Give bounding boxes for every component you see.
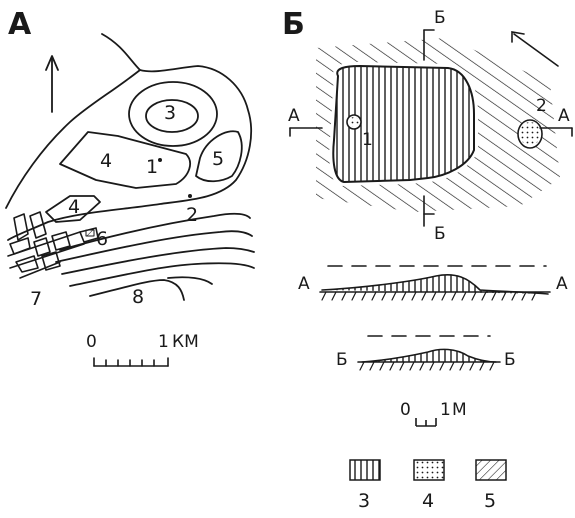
zone-3-body	[332, 64, 475, 184]
section-mark-a-right: А	[558, 106, 570, 126]
plan-feature-1-label: 1	[362, 130, 373, 150]
profile-bb-right: Б	[504, 350, 516, 370]
map-label-4: 4	[100, 150, 113, 172]
legend-label-4: 4	[422, 490, 435, 512]
river-bank-1	[59, 212, 251, 251]
scale-m-one: 1	[440, 400, 451, 420]
direction-arrow-icon	[511, 31, 559, 67]
profile-aa-left: А	[298, 274, 310, 294]
profile-bb	[357, 335, 501, 371]
zone-4-upper	[59, 131, 191, 189]
contour-inner	[145, 99, 199, 133]
section-mark-b-top: Б	[434, 8, 446, 28]
valley-slope	[5, 69, 141, 209]
contour-2	[61, 247, 255, 275]
point-2-dot	[188, 194, 192, 198]
map-label-7: 7	[30, 288, 43, 310]
map-label-3: 3	[164, 102, 177, 124]
legend-swatch-5	[475, 459, 507, 481]
map-label-5: 5	[212, 148, 225, 170]
marker-6	[85, 229, 95, 237]
zone-5	[195, 130, 243, 183]
legend-label-3: 3	[358, 490, 371, 512]
map-label-8: 8	[132, 286, 145, 308]
scale-m-zero: 0	[400, 400, 411, 420]
contour-5	[167, 276, 213, 285]
map-label-6: 6	[96, 228, 109, 250]
zone-4-lower	[45, 195, 101, 223]
contour-1	[55, 230, 253, 263]
map-label-2: 2	[186, 204, 199, 226]
section-lines	[289, 29, 573, 227]
legend	[349, 459, 507, 481]
map-a	[5, 33, 255, 367]
scale-m-unit: М	[452, 400, 467, 420]
panel-a-label: А	[8, 7, 32, 42]
legend-label-5: 5	[484, 490, 497, 512]
point-1-dot	[158, 158, 162, 162]
contour-4	[89, 279, 185, 301]
plan-b	[289, 29, 573, 227]
north-arrow-icon	[45, 55, 59, 113]
plan-feature-2-label: 2	[536, 96, 547, 116]
legend-swatch-4	[413, 459, 445, 481]
profile-aa	[319, 265, 551, 301]
map-label-4b: 4	[68, 196, 81, 218]
profile-aa-right: А	[556, 274, 568, 294]
profile-bb-left: Б	[336, 350, 348, 370]
legend-swatch-3	[349, 459, 381, 481]
section-mark-a-left: А	[288, 106, 300, 126]
scale-bar-km	[93, 357, 169, 367]
scale-km-unit: КМ	[172, 332, 199, 352]
settlement	[7, 211, 99, 279]
scale-bar-m	[415, 418, 437, 427]
scale-km-one: 1	[158, 332, 169, 352]
contour-3	[69, 262, 255, 287]
map-label-1: 1	[146, 156, 159, 178]
contour-outer	[128, 81, 218, 147]
panel-b-label: Б	[282, 7, 305, 42]
hill-outline	[7, 33, 253, 241]
scale-km-zero: 0	[86, 332, 97, 352]
section-mark-b-bottom: Б	[434, 224, 446, 244]
